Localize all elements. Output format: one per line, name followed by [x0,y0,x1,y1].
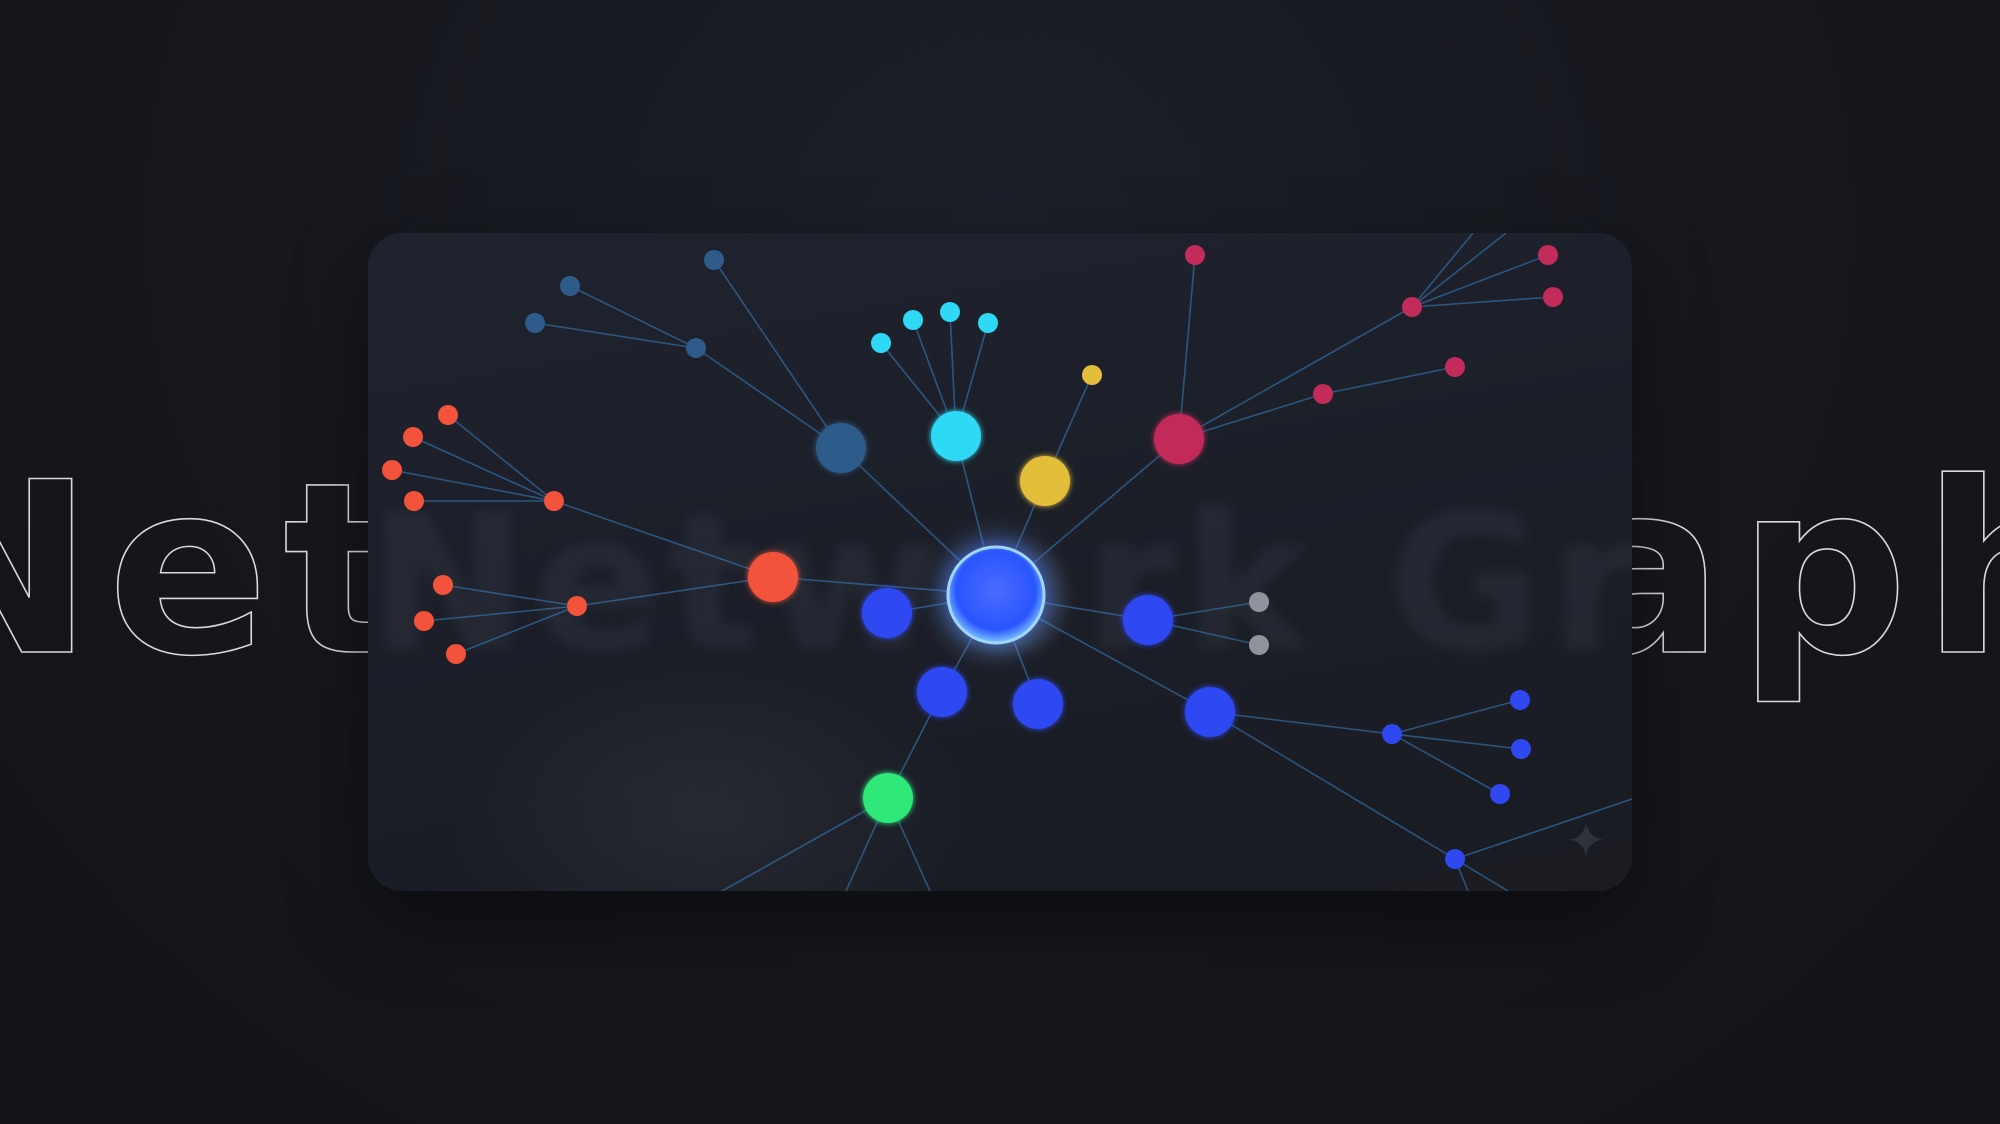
graph-node-mag-5 [1543,287,1563,307]
graph-node-grey-2 [1249,635,1269,655]
sparkle-icon: ✦ [1565,813,1607,869]
graph-node-mag-3 [1402,297,1422,317]
graph-node-orange-1 [748,552,798,602]
graph-node-green-1 [863,773,913,823]
graph-node-blue-3 [1013,679,1063,729]
graph-edge [1322,366,1456,395]
graph-node-mag-1 [1154,414,1204,464]
graph-card: Network Graph ✦ [368,233,1632,891]
graph-edge [1411,233,1507,308]
graph-node-cyan-4 [940,302,960,322]
graph-node-hub [946,545,1046,645]
graph-edge [1391,733,1501,795]
graph-node-blue-1 [862,588,912,638]
graph-node-navy-1 [816,423,866,473]
graph-node-mag-2 [1185,245,1205,265]
graph-node-navy-2 [686,338,706,358]
graph-nodes [382,245,1563,869]
graph-edge [1178,306,1413,440]
graph-edge [569,285,697,349]
graph-edge [553,500,774,578]
graph-edge [1178,393,1324,440]
graph-edge [455,605,578,655]
graph-edge [391,469,555,502]
graph-edge [721,797,889,891]
graph-edge [423,605,578,622]
graph-node-orange-2 [544,491,564,511]
graph-node-blue-7 [1510,690,1530,710]
network-graph [382,233,1632,891]
graph-node-cyan-2 [871,333,891,353]
graph-node-blue-10 [1445,849,1465,869]
graph-edge [447,414,555,502]
graph-edge [1454,858,1509,891]
graph-edge [576,576,774,607]
graph-edge [534,322,697,349]
graph-node-blue-8 [1511,739,1531,759]
graph-node-blue-5 [1185,687,1235,737]
graph-node-orange-3 [438,405,458,425]
graph-node-yellow-2 [1082,365,1102,385]
graph-node-cyan-5 [978,313,998,333]
graph-node-orange-9 [414,611,434,631]
graph-node-blue-6 [1382,724,1402,744]
graph-node-cyan-1 [931,411,981,461]
graph-node-cyan-3 [903,310,923,330]
graph-edge [1209,711,1393,735]
graph-edge [1391,699,1521,735]
graph-node-mag-6 [1313,384,1333,404]
graph-node-mag-7 [1445,357,1465,377]
graph-node-orange-5 [382,460,402,480]
graph-node-yellow-1 [1020,456,1070,506]
graph-node-orange-4 [403,427,423,447]
graph-node-orange-8 [433,575,453,595]
graph-node-orange-6 [404,491,424,511]
graph-node-navy-4 [525,313,545,333]
graph-edge [1411,233,1474,308]
graph-node-orange-7 [567,596,587,616]
graph-edge [1178,254,1196,440]
graph-node-navy-5 [704,250,724,270]
graph-edge [1209,711,1456,860]
graph-edge [1391,733,1522,750]
card-glow [448,653,968,891]
graph-node-grey-1 [1249,592,1269,612]
graph-edge [1411,296,1554,308]
graph-node-blue-4 [1123,595,1173,645]
graph-node-blue-9 [1490,784,1510,804]
graph-edge [695,347,842,449]
graph-node-mag-4 [1538,245,1558,265]
graph-node-navy-3 [560,276,580,296]
graph-edge [442,584,578,607]
graph-edge [713,259,842,449]
graph-edge [1454,798,1632,860]
graph-edge [1411,254,1549,308]
graph-node-blue-2 [917,667,967,717]
graph-node-orange-10 [446,644,466,664]
graph-edge [412,436,555,502]
